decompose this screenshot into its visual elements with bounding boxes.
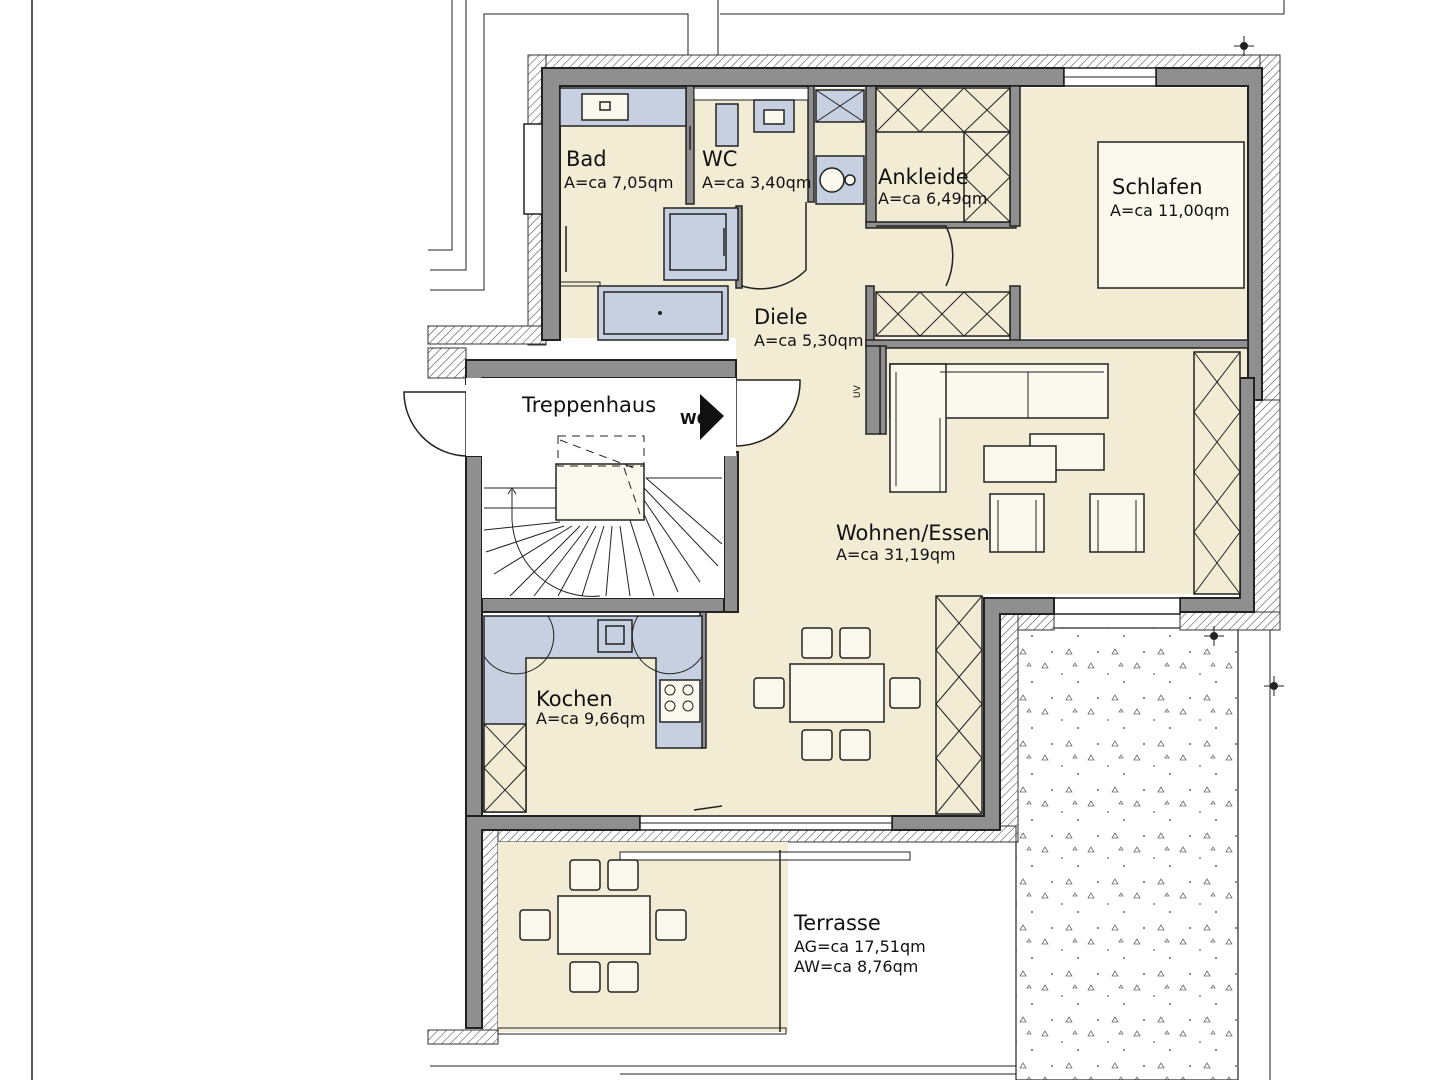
crosshair-icon <box>1204 626 1224 646</box>
bathroom-fixtures <box>523 87 739 341</box>
gravel-area <box>1015 627 1239 1080</box>
room-name-terrasse: Terrasse <box>793 911 881 935</box>
room-name-bad: Bad <box>566 147 607 171</box>
crosshair-icon <box>1234 36 1254 56</box>
room-name-schlafen: Schlafen <box>1112 175 1203 199</box>
room-area-terrasse-aw: AW=ca 8,76qm <box>794 957 918 976</box>
room-name-treppenhaus: Treppenhaus <box>521 393 656 417</box>
walls <box>465 67 1263 1029</box>
room-area-bad: A=ca 7,05qm <box>564 173 673 192</box>
room-name-diele: Diele <box>754 305 808 329</box>
survey-markers <box>1204 36 1284 696</box>
wc-fixtures <box>693 87 865 205</box>
terrace-furniture <box>497 850 911 1035</box>
room-area-schlafen: A=ca 11,00qm <box>1110 201 1230 220</box>
room-area-ankleide: A=ca 6,49qm <box>878 189 987 208</box>
room-name-ankleide: Ankleide <box>878 165 969 189</box>
bed <box>1097 141 1245 289</box>
room-labels: Bad A=ca 7,05qm WC A=ca 3,40qm Ankleide … <box>521 147 1230 976</box>
entrance-marker: W6 <box>680 410 707 428</box>
uv-marker: UV <box>853 384 863 398</box>
stairwell <box>466 378 736 598</box>
living-furniture <box>889 351 1241 815</box>
kitchen-units <box>483 615 703 813</box>
dining-table <box>753 627 921 761</box>
room-area-wohnen: A=ca 31,19qm <box>836 545 956 564</box>
room-name-kochen: Kochen <box>536 687 613 711</box>
doors <box>403 202 954 811</box>
room-area-terrasse-ag: AG=ca 17,51qm <box>794 937 926 956</box>
room-name-wc: WC <box>702 147 737 171</box>
room-area-wc: A=ca 3,40qm <box>702 173 811 192</box>
room-name-wohnen: Wohnen/Essen <box>836 521 990 545</box>
ankleide-wardrobes <box>875 87 1011 337</box>
site-lines <box>31 0 1285 1080</box>
crosshair-icon <box>1264 676 1284 696</box>
room-area-diele: A=ca 5,30qm <box>754 331 863 350</box>
room-area-kochen: A=ca 9,66qm <box>536 709 645 728</box>
